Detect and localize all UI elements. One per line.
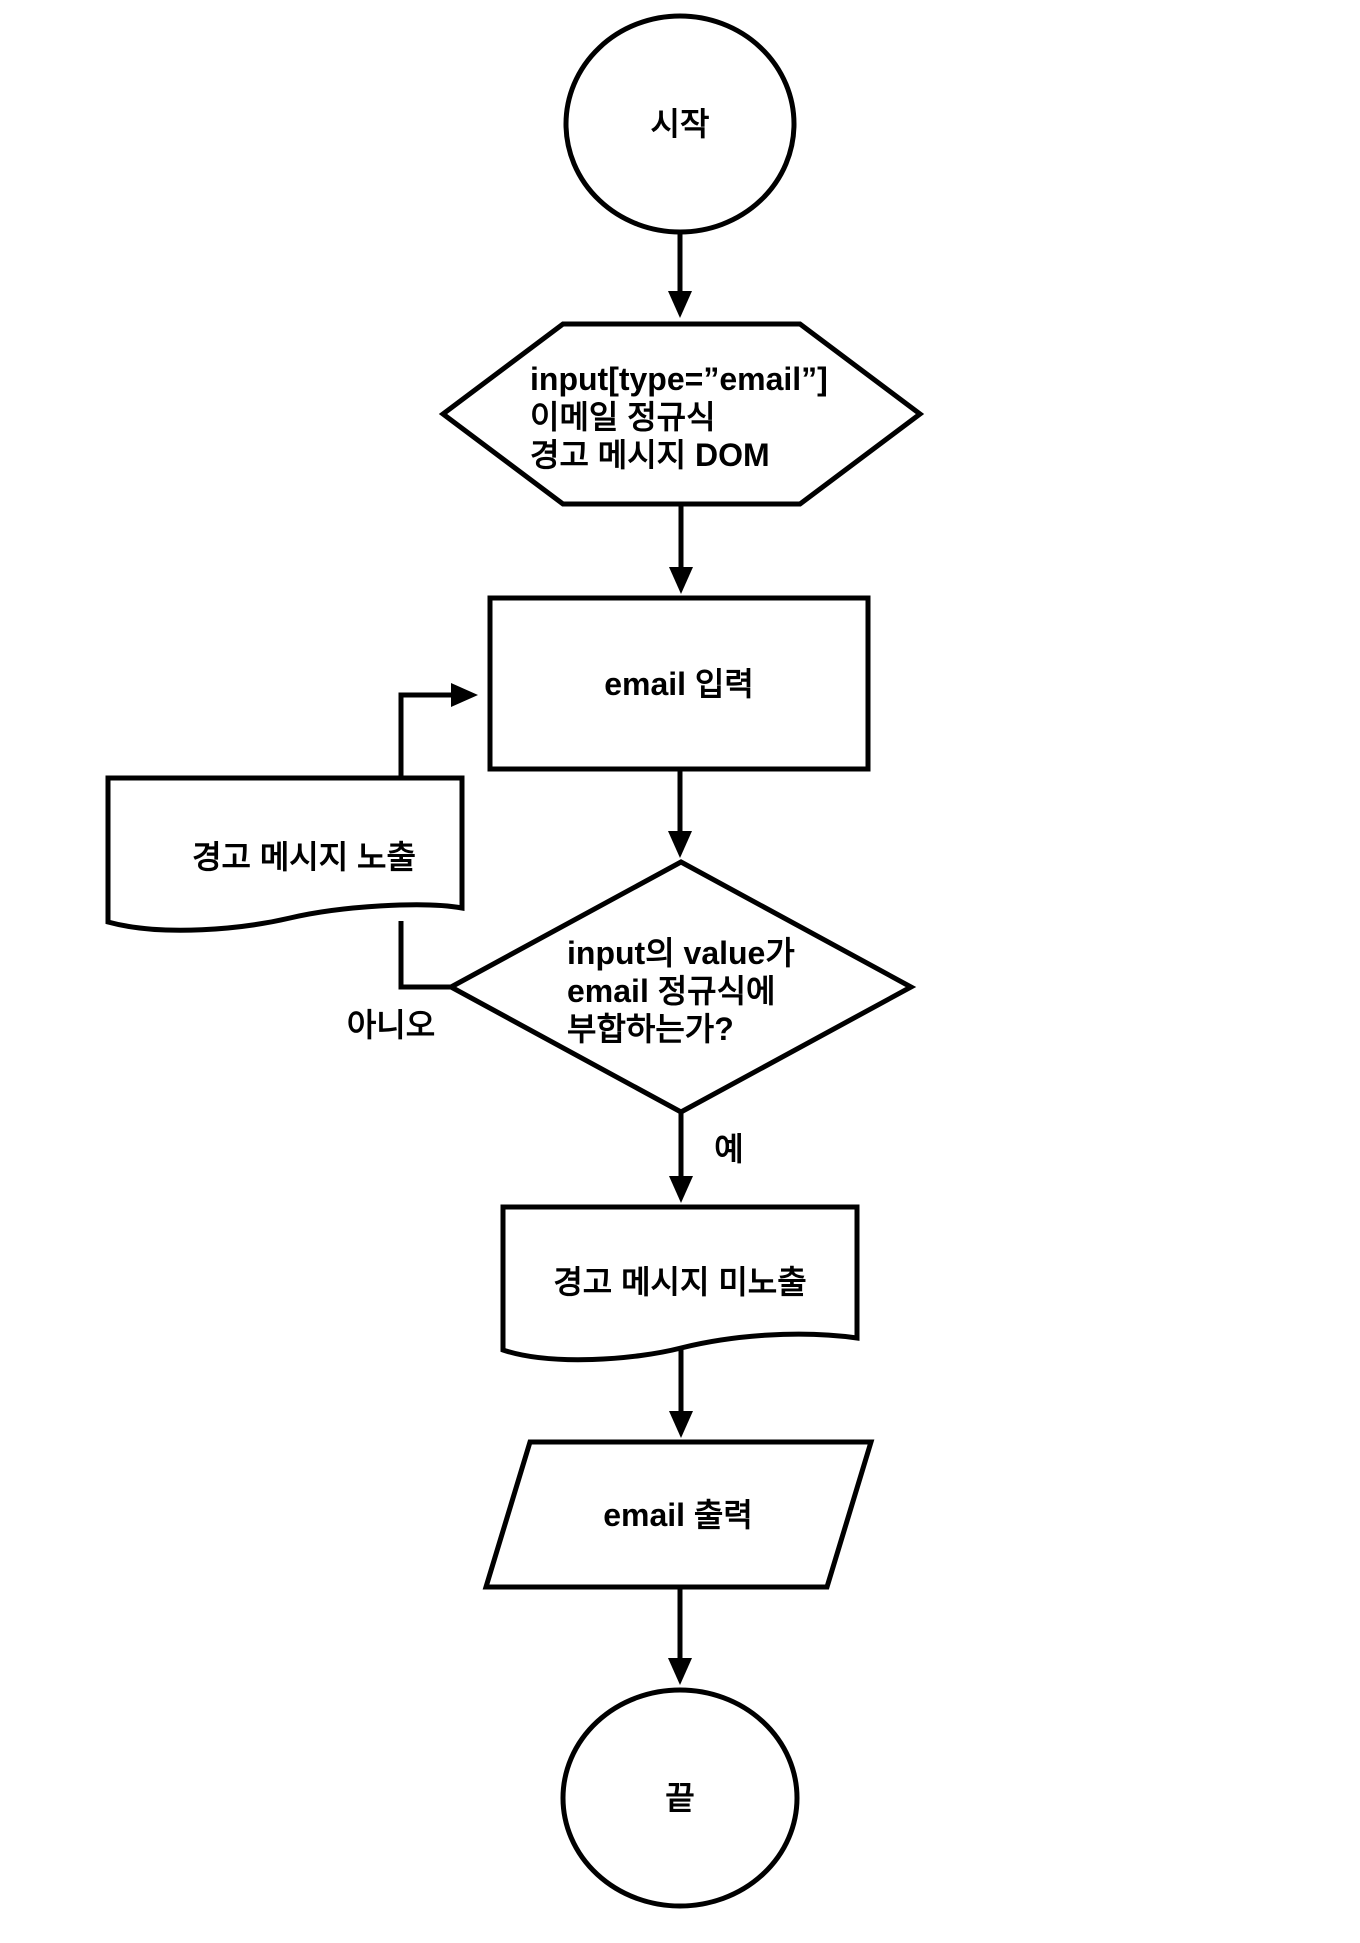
labels: 시작 input[type=”email”] 이메일 정규식 경고 메시지 DO… bbox=[192, 106, 828, 1816]
branch-label-no: 아니오 bbox=[347, 1007, 435, 1043]
preparation-node-line-3: 경고 메시지 DOM bbox=[530, 437, 770, 473]
arrowhead-email-output-to-end bbox=[668, 1658, 692, 1685]
edge-warning-shown-to-email-input bbox=[398, 692, 453, 778]
arrowheads bbox=[451, 291, 693, 1685]
end-node bbox=[560, 1687, 800, 1909]
preparation-node bbox=[438, 321, 925, 507]
document-warning-not-shown-label: 경고 메시지 미노출 bbox=[553, 1264, 806, 1300]
nodes bbox=[105, 13, 925, 1909]
arrowhead-preparation-to-email-input bbox=[669, 567, 693, 594]
preparation-node-line-1: input[type=”email”] bbox=[530, 361, 828, 397]
document-node-warning-shown bbox=[105, 775, 465, 933]
arrowhead-decision-to-warning-not-shown bbox=[669, 1176, 693, 1203]
decision-node bbox=[445, 859, 917, 1115]
document-node-warning-not-shown bbox=[500, 1204, 860, 1363]
io-node-label: email 출력 bbox=[603, 1497, 753, 1533]
arrowhead-warning-not-shown-to-email-output bbox=[669, 1411, 693, 1438]
decision-node-line-3: 부합하는가? bbox=[567, 1011, 734, 1047]
branch-label-yes: 예 bbox=[714, 1131, 743, 1167]
start-node-label: 시작 bbox=[651, 106, 710, 142]
arrowhead-email-input-to-decision bbox=[668, 831, 692, 858]
document-warning-shown-label: 경고 메시지 노출 bbox=[192, 839, 416, 875]
edges bbox=[398, 233, 684, 1660]
edge-decision-to-warning-shown bbox=[398, 921, 451, 990]
process-node-label: email 입력 bbox=[604, 666, 754, 702]
arrowhead-warning-shown-to-email-input bbox=[451, 683, 478, 707]
arrowhead-start-to-preparation bbox=[668, 291, 692, 318]
process-node-email-input bbox=[487, 595, 871, 772]
decision-node-line-2: email 정규식에 bbox=[567, 973, 775, 1009]
preparation-node-line-2: 이메일 정규식 bbox=[530, 399, 716, 435]
end-node-label: 끝 bbox=[665, 1780, 694, 1816]
start-node bbox=[563, 13, 797, 235]
decision-node-line-1: input의 value가 bbox=[567, 935, 795, 971]
io-node-email-output bbox=[482, 1439, 875, 1590]
